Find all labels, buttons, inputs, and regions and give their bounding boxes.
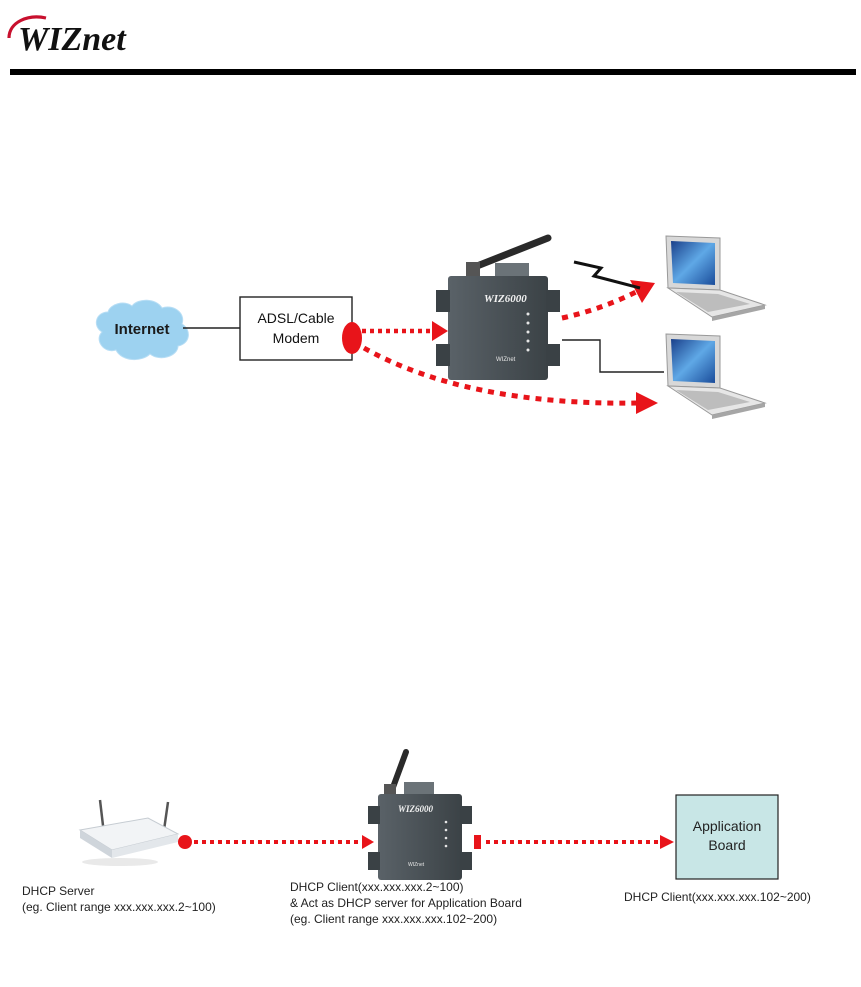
dhcp-client-caption-line3: (eg. Client range xxx.xxx.xxx.102~200) (290, 912, 497, 927)
device-laptop1-link (562, 292, 636, 318)
dhcp-client-caption-line2: & Act as DHCP server for Application Boa… (290, 896, 522, 911)
wiz6000-device-top-icon: WIZ6000 WIZnet (436, 238, 560, 380)
internet-label: Internet (114, 321, 169, 338)
wiz6000-device-bottom-icon: WIZ6000 WIZnet (368, 752, 472, 880)
device-port-indicator (474, 835, 481, 849)
board-client-caption: DHCP Client(xxx.xxx.xxx.102~200) (624, 890, 811, 905)
dhcp-client-caption-line1: DHCP Client(xxx.xxx.xxx.2~100) (290, 880, 464, 895)
modem-label-line2: Modem (273, 330, 320, 346)
server-device-arrowhead (362, 835, 374, 849)
modem-device-arrowhead (432, 321, 448, 341)
modem-box (240, 297, 352, 360)
svg-text:WIZ6000: WIZ6000 (398, 804, 434, 814)
application-board-label-line1: Application (693, 818, 762, 834)
router-icon (80, 800, 178, 866)
application-board-label-line2: Board (708, 837, 745, 853)
dhcp-server-caption-line1: DHCP Server (22, 884, 94, 899)
modem-laptop2-arrowhead (636, 392, 658, 414)
device-laptop2-wire (562, 340, 664, 372)
laptop-icon (666, 236, 765, 321)
modem-port-indicator (342, 322, 362, 354)
modem-label-line1: ADSL/Cable (257, 310, 334, 326)
device-board-arrowhead (660, 835, 674, 849)
dhcp-server-caption-line2: (eg. Client range xxx.xxx.xxx.2~100) (22, 900, 216, 915)
svg-text:WIZ6000: WIZ6000 (484, 293, 527, 305)
router-port-indicator (178, 835, 192, 849)
svg-text:WIZnet: WIZnet (496, 357, 516, 363)
svg-text:WIZnet: WIZnet (408, 862, 425, 868)
wireless-signal-icon (574, 262, 640, 288)
laptop-icon (666, 334, 765, 419)
